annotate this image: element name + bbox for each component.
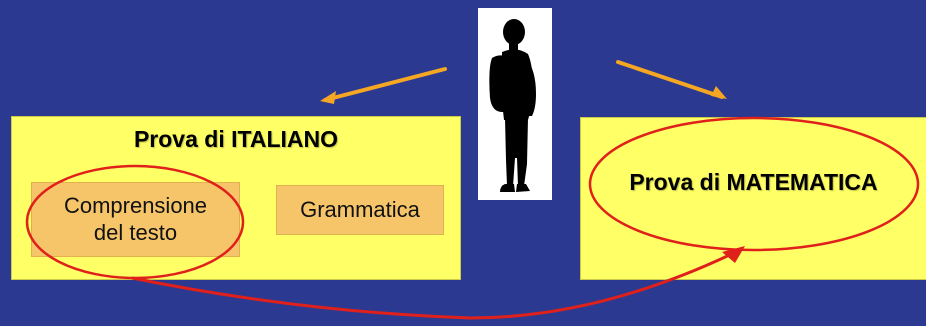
arrow-to-matematica-head <box>711 86 727 99</box>
matematica-title: Prova di MATEMATICA <box>629 169 878 195</box>
student-card <box>478 8 552 200</box>
grammatica-box: Grammatica <box>276 185 444 235</box>
arrow-to-matematica <box>616 60 724 99</box>
arrow-to-italiano-head <box>320 91 336 104</box>
comprensione-label: Comprensione del testo <box>63 193 208 245</box>
grammatica-label: Grammatica <box>300 196 420 222</box>
italiano-title: Prova di ITALIANO <box>133 126 339 152</box>
comprensione-box: Comprensione del testo <box>31 182 240 257</box>
matematica-box: Prova di MATEMATICA <box>580 117 926 280</box>
arrow-to-italiano <box>323 67 447 102</box>
student-silhouette-icon <box>489 19 536 192</box>
